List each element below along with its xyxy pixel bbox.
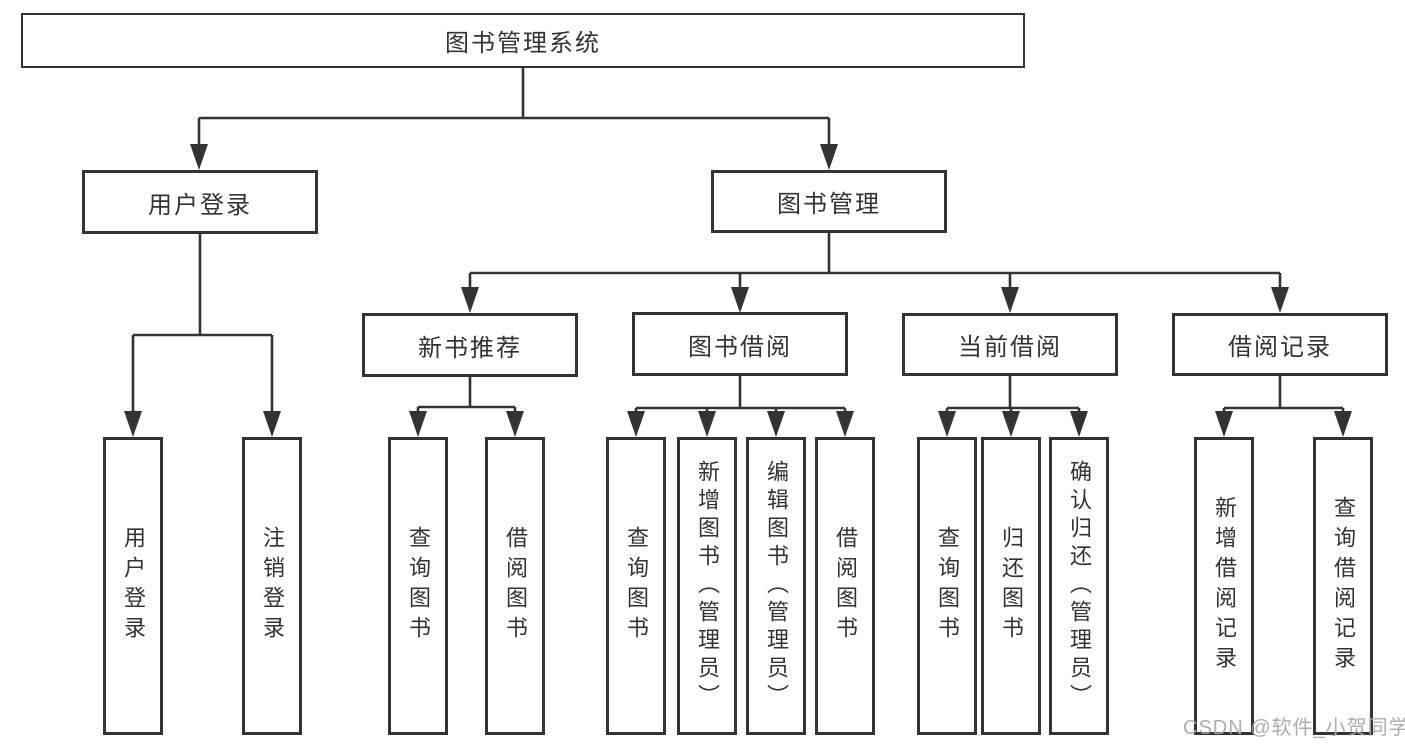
leaf-borrow-books-recommend-label: 借阅图书 (503, 526, 528, 646)
leaf-borrow-books: 借阅图书 (815, 437, 875, 735)
branch-book-management-label: 图书管理 (777, 191, 881, 218)
leaf-add-borrow-record-label: 新增借阅记录 (1212, 496, 1237, 676)
leaf-add-book-admin-label: 新增图书（管理员） (695, 460, 720, 712)
leaf-add-book-admin: 新增图书（管理员） (677, 437, 737, 735)
watermark: CSDN @软件_小贺同学 (1183, 717, 1405, 739)
leaf-edit-book-admin-label: 编辑图书（管理员） (764, 460, 789, 712)
leaf-query-books-current-label: 查询图书 (935, 526, 960, 646)
leaf-query-borrow-record: 查询借阅记录 (1313, 437, 1373, 735)
leaf-query-books-recommend-label: 查询图书 (406, 526, 431, 646)
leaf-logout: 注销登录 (242, 437, 302, 735)
leaf-return-books: 归还图书 (981, 437, 1041, 735)
leaf-borrow-books-recommend: 借阅图书 (485, 437, 545, 735)
branch-user-login-label: 用户登录 (148, 191, 252, 219)
leaf-add-borrow-record: 新增借阅记录 (1194, 437, 1254, 735)
section-current-borrow: 当前借阅 (902, 313, 1118, 376)
branch-user-login: 用户登录 (82, 170, 318, 234)
leaf-return-books-label: 归还图书 (999, 526, 1024, 646)
leaf-borrow-books-label: 借阅图书 (833, 526, 858, 646)
section-borrow-records-label: 借阅记录 (1228, 334, 1332, 361)
root-node-label: 图书管理系统 (445, 30, 601, 57)
leaf-logout-label: 注销登录 (260, 526, 285, 646)
section-new-book-recommend-label: 新书推荐 (418, 334, 522, 362)
leaf-query-books-recommend: 查询图书 (388, 437, 448, 735)
leaf-query-borrow-record-label: 查询借阅记录 (1331, 496, 1356, 676)
section-new-book-recommend: 新书推荐 (362, 313, 578, 377)
section-book-borrow: 图书借阅 (632, 312, 848, 376)
leaf-query-books-borrow-label: 查询图书 (624, 526, 649, 646)
leaf-edit-book-admin: 编辑图书（管理员） (746, 437, 806, 735)
root-node: 图书管理系统 (21, 13, 1025, 68)
section-borrow-records: 借阅记录 (1172, 313, 1388, 376)
leaf-confirm-return-admin-label: 确认归还（管理员） (1067, 460, 1092, 712)
leaf-user-login: 用户登录 (103, 437, 163, 735)
leaf-user-login-label: 用户登录 (121, 526, 146, 646)
leaf-query-books-current: 查询图书 (917, 437, 977, 735)
section-book-borrow-label: 图书借阅 (688, 333, 792, 361)
leaf-confirm-return-admin: 确认归还（管理员） (1049, 437, 1109, 735)
branch-book-management: 图书管理 (711, 170, 947, 233)
section-current-borrow-label: 当前借阅 (958, 334, 1062, 361)
leaf-query-books-borrow: 查询图书 (606, 437, 666, 735)
